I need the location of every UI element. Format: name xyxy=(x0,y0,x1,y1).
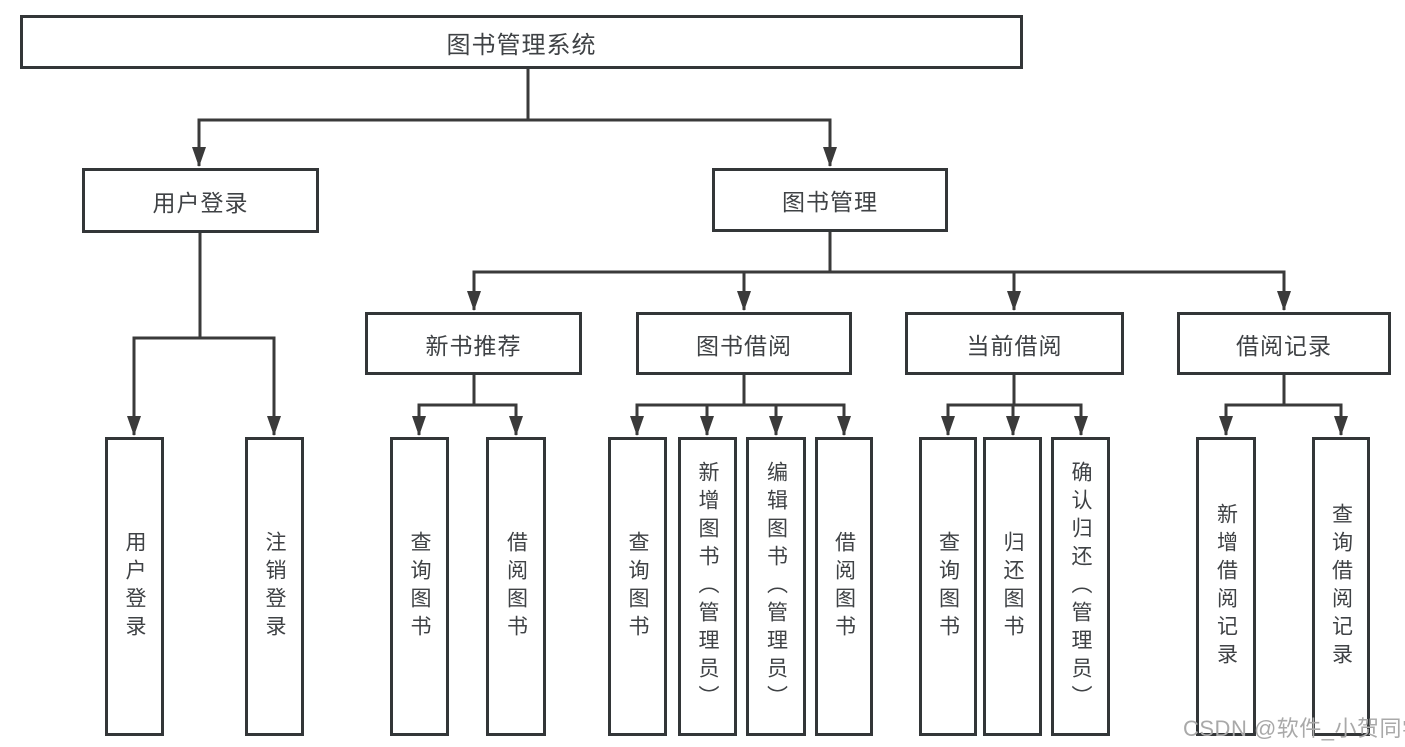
leaf-query-books-recommend: 查询图书 xyxy=(390,437,449,736)
leaf-label: 查询图书 xyxy=(936,530,960,643)
node-root-library-management-system: 图书管理系统 xyxy=(20,15,1023,69)
leaf-borrow-books-recommend: 借阅图书 xyxy=(486,437,546,736)
leaf-label: 查询图书 xyxy=(408,530,432,643)
leaf-label: 编辑图书（管理员） xyxy=(764,460,788,713)
leaf-label: 借阅图书 xyxy=(832,530,856,643)
leaf-label: 注销登录 xyxy=(263,530,287,643)
node-borrowing-records: 借阅记录 xyxy=(1177,312,1391,375)
leaf-label: 借阅图书 xyxy=(504,530,528,643)
leaf-query-books-borrowing: 查询图书 xyxy=(608,437,667,736)
node-current-borrowing: 当前借阅 xyxy=(905,312,1124,375)
node-user-login: 用户登录 xyxy=(82,168,319,233)
leaf-add-book-admin: 新增图书（管理员） xyxy=(678,437,737,736)
leaf-label: 查询图书 xyxy=(626,530,650,643)
leaf-query-books-current: 查询图书 xyxy=(919,437,977,736)
leaf-user-login: 用户登录 xyxy=(105,437,164,736)
leaf-label: 新增图书（管理员） xyxy=(696,460,720,713)
node-book-borrowing: 图书借阅 xyxy=(636,312,852,375)
leaf-return-book: 归还图书 xyxy=(983,437,1042,736)
leaf-label: 确认归还（管理员） xyxy=(1069,460,1093,713)
node-new-book-recommendation: 新书推荐 xyxy=(365,312,582,375)
node-book-management: 图书管理 xyxy=(712,168,948,232)
leaf-add-borrowing-record: 新增借阅记录 xyxy=(1196,437,1256,736)
leaf-label: 用户登录 xyxy=(123,530,147,643)
leaf-confirm-return-admin: 确认归还（管理员） xyxy=(1051,437,1110,736)
leaf-label: 归还图书 xyxy=(1001,530,1025,643)
leaf-label: 新增借阅记录 xyxy=(1214,502,1238,671)
csdn-watermark: CSDN @软件_小贺同学 xyxy=(1183,716,1405,741)
leaf-edit-book-admin: 编辑图书（管理员） xyxy=(746,437,806,736)
leaf-label: 查询借阅记录 xyxy=(1329,502,1353,671)
leaf-logout: 注销登录 xyxy=(245,437,304,736)
leaf-borrow-books: 借阅图书 xyxy=(815,437,873,736)
leaf-query-borrowing-record: 查询借阅记录 xyxy=(1312,437,1370,736)
